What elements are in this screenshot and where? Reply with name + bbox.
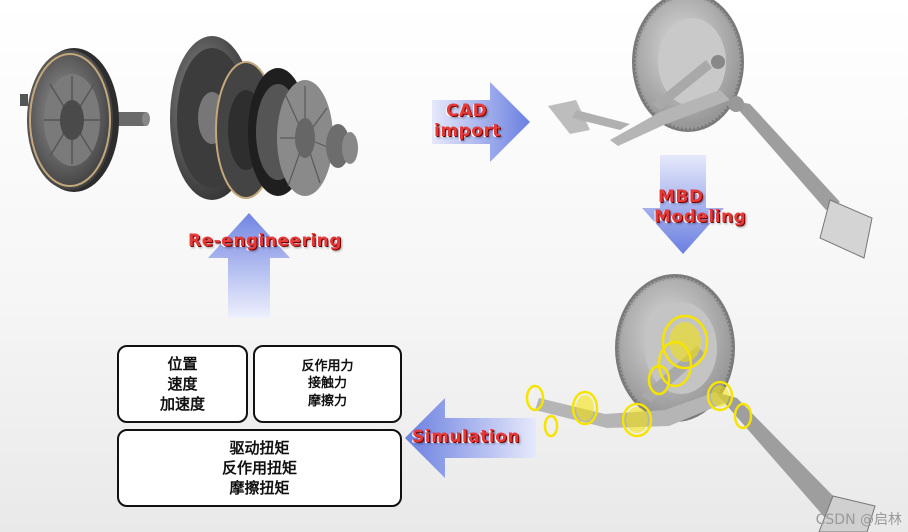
cad-import-label-line1: CAD bbox=[446, 101, 488, 121]
kinematics-box: 位置 速度 加速度 bbox=[117, 345, 248, 423]
clutch-assembly-image bbox=[20, 48, 150, 192]
drive-torque-text: 驱动扭矩 bbox=[229, 438, 290, 457]
mbd-modeling-label-line2: Modeling bbox=[654, 206, 747, 227]
simulation-label: Simulation bbox=[412, 427, 520, 447]
reaction-force-text: 反作用力 bbox=[301, 358, 354, 374]
torques-box: 驱动扭矩 反作用扭矩 摩擦扭矩 bbox=[117, 429, 402, 507]
reaction-torque-text: 反作用扭矩 bbox=[221, 458, 297, 477]
re-engineering-arrow bbox=[208, 213, 290, 318]
watermark: CSDN @启林 bbox=[815, 512, 902, 528]
pedal-simulation-image bbox=[525, 274, 876, 532]
exploded-clutch-image bbox=[170, 36, 358, 200]
re-engineering-label: Re-engineering bbox=[188, 231, 342, 251]
cad-import-arrow bbox=[432, 82, 530, 162]
friction-torque-text: 摩擦扭矩 bbox=[229, 479, 290, 498]
mbd-modeling-label: MBD Modeling bbox=[654, 187, 747, 227]
pedal-mechanism-image bbox=[548, 0, 873, 259]
cad-import-label-line2: import bbox=[434, 120, 501, 141]
friction-force-text: 摩擦力 bbox=[307, 393, 347, 409]
position-text: 位置 bbox=[167, 354, 198, 373]
mbd-modeling-arrow bbox=[642, 155, 724, 254]
contact-force-text: 接触力 bbox=[307, 376, 347, 392]
cad-import-label: CAD import bbox=[434, 101, 501, 141]
mbd-modeling-label-line1: MBD bbox=[658, 187, 704, 207]
forces-box: 反作用力 接触力 摩擦力 bbox=[253, 345, 402, 423]
acceleration-text: 加速度 bbox=[159, 395, 205, 414]
velocity-text: 速度 bbox=[167, 374, 198, 393]
simulation-arrow bbox=[405, 398, 536, 478]
